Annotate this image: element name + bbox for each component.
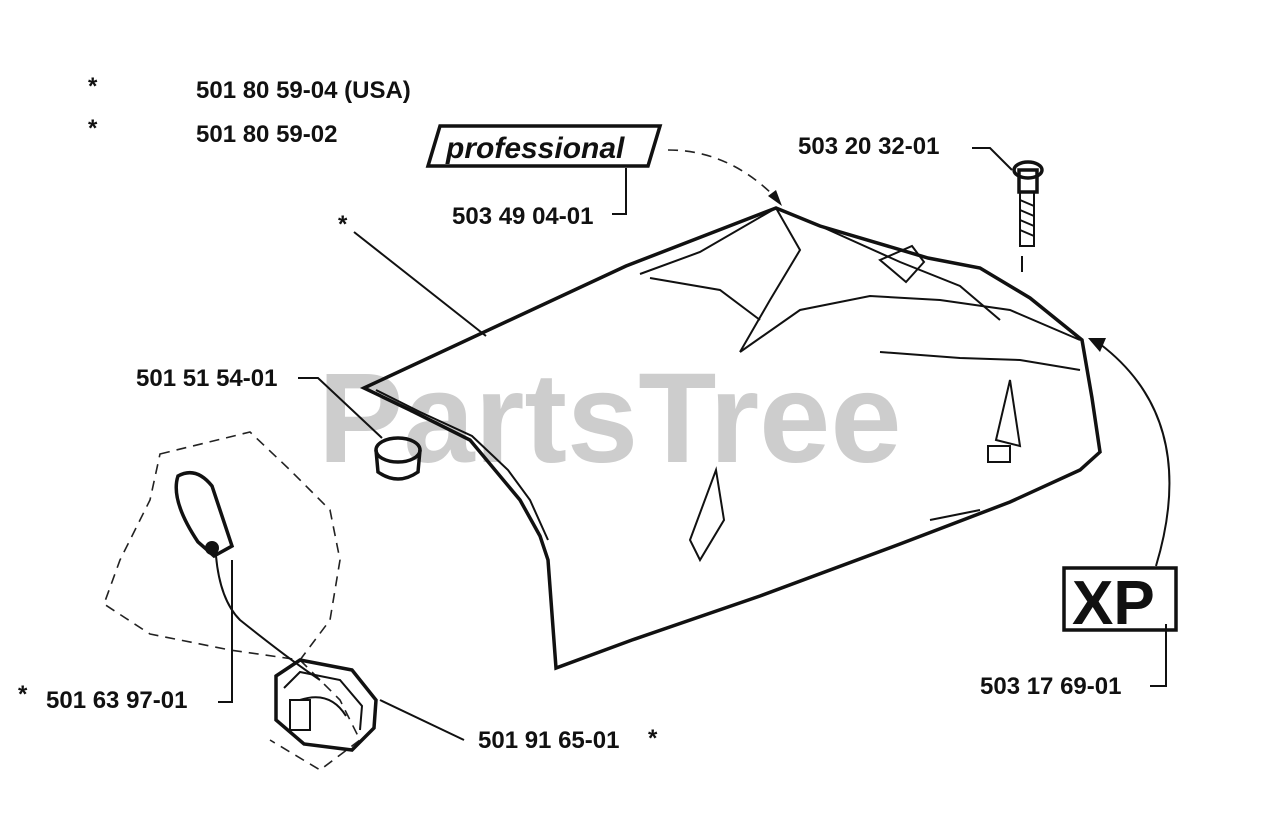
leader-screw xyxy=(972,147,1013,171)
part-number-cover-2[interactable]: 501 80 59-02 xyxy=(196,121,337,148)
asterisk-cover-2: * xyxy=(88,115,98,142)
housing-outline xyxy=(103,431,341,661)
leader-professional xyxy=(612,168,627,215)
asterisk-wire: * xyxy=(18,681,28,708)
part-number-knob[interactable]: 501 91 65-01 xyxy=(478,727,619,754)
leader-xp xyxy=(1150,624,1167,687)
leader-plug xyxy=(298,377,383,439)
housing-outline-lower xyxy=(269,659,362,771)
leader-cover xyxy=(353,231,487,337)
professional-decal[interactable]: professional xyxy=(425,124,663,168)
part-number-cover-usa[interactable]: 501 80 59-04 (USA) xyxy=(196,77,411,104)
asterisk-cover-usa: * xyxy=(88,73,98,100)
screw-icon xyxy=(1012,160,1044,272)
arrow-xp xyxy=(1099,343,1171,567)
part-number-xp-decal[interactable]: 503 17 69-01 xyxy=(980,673,1121,700)
leader-wire xyxy=(218,560,233,703)
wire-lever-icon xyxy=(174,470,321,681)
asterisk-cover-leader: * xyxy=(338,211,348,238)
leader-knob xyxy=(379,699,465,741)
plug-icon xyxy=(374,436,422,481)
arrow-professional xyxy=(667,149,779,201)
xp-decal[interactable]: XP xyxy=(1062,566,1178,638)
professional-decal-text: professional xyxy=(445,132,625,165)
xp-decal-text: XP xyxy=(1072,569,1155,638)
part-number-plug[interactable]: 501 51 54-01 xyxy=(136,365,277,392)
part-number-screw[interactable]: 503 20 32-01 xyxy=(798,133,939,160)
asterisk-knob: * xyxy=(648,725,658,752)
part-number-professional-decal[interactable]: 503 49 04-01 xyxy=(452,203,593,230)
knob-icon xyxy=(274,658,378,752)
cylinder-cover[interactable] xyxy=(359,206,1102,671)
part-number-wire[interactable]: 501 63 97-01 xyxy=(46,687,187,714)
watermark: PartsTree xyxy=(318,347,902,490)
